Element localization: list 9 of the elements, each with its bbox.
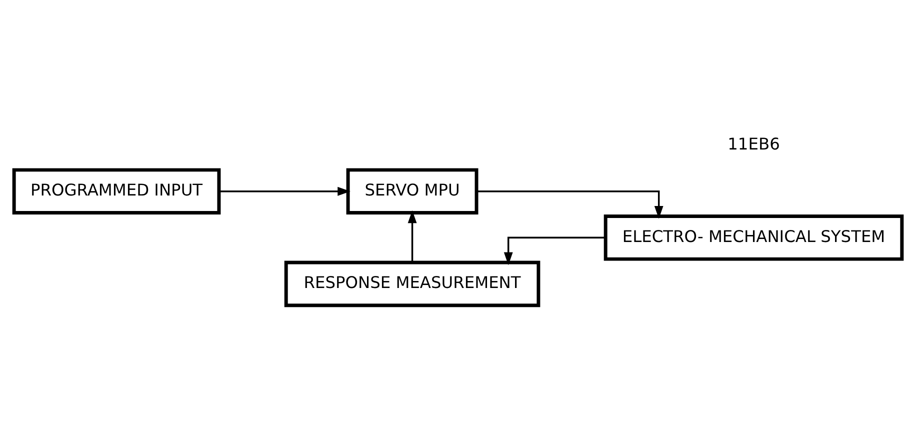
node-box: PROGRAMMED INPUT <box>12 168 221 214</box>
node-box: SERVO MPU <box>346 168 478 214</box>
label: 11EB6 <box>728 134 780 154</box>
arrow <box>219 186 350 196</box>
arrow <box>408 210 417 262</box>
node-box: RESPONSE MEASUREMENT <box>284 260 540 308</box>
arrow <box>476 190 664 219</box>
arrow <box>504 236 606 266</box>
node-box: ELECTRO- MECHANICAL SYSTEM <box>604 214 904 261</box>
